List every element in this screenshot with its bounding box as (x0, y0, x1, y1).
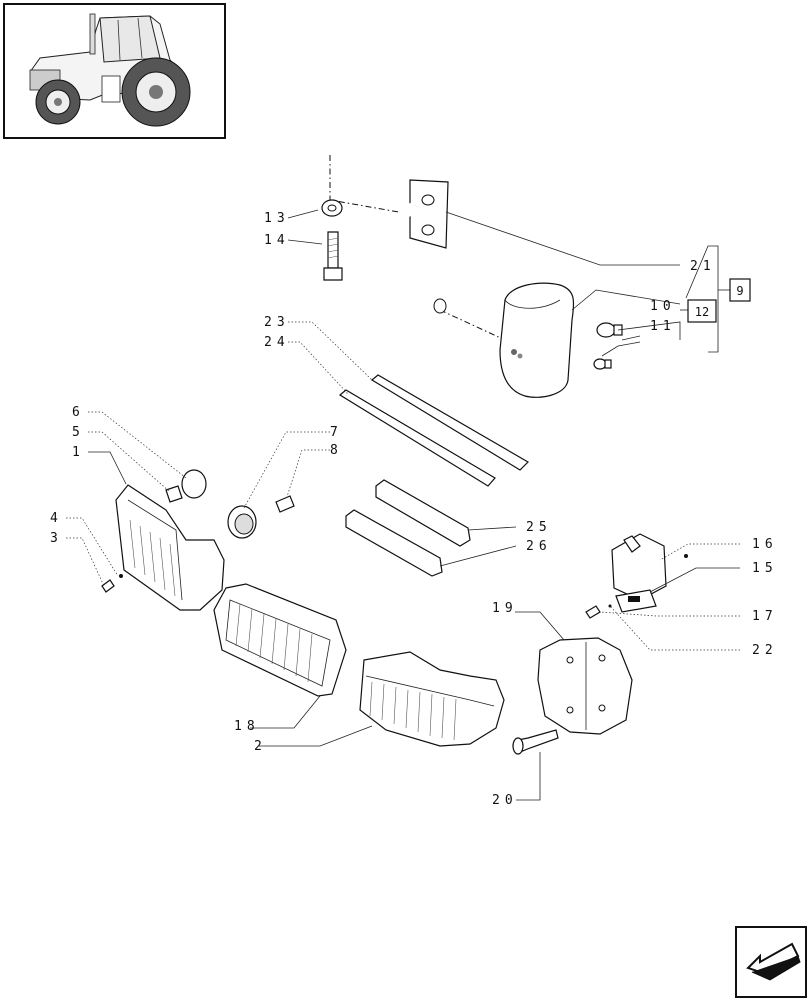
mounting-bracket-part (379, 179, 449, 314)
callout-13: 13 (264, 211, 290, 226)
callout-26: 26 (526, 539, 552, 554)
side-lamp-7-part (227, 505, 257, 539)
callout-11: 11 (650, 319, 676, 334)
headlamp-housing-2-part (359, 651, 505, 747)
callout-3: 3 (50, 531, 63, 546)
boxed-ref-9-frame (729, 278, 751, 302)
boxed-ref-9: 9 (736, 284, 743, 298)
block-26-part (345, 509, 443, 577)
callout-10: 10 (650, 299, 676, 314)
callout-1: 1 (72, 445, 85, 460)
strip-23-part (370, 374, 529, 471)
boxed-ref-12-frame (687, 299, 717, 323)
callout-16: 16 (752, 537, 778, 552)
callout-2: 2 (254, 739, 267, 754)
callout-19: 19 (492, 601, 518, 616)
callout-7: 7 (330, 425, 343, 440)
callout-22: 22 (752, 643, 778, 658)
callout-25: 25 (526, 520, 552, 535)
washer-part (321, 199, 343, 217)
tail-lamp-part (499, 282, 575, 398)
strip-24-part (338, 389, 496, 487)
callout-21: 21 (690, 259, 716, 274)
next-page-arrow-icon[interactable] (735, 926, 807, 998)
washer-4-part (119, 574, 123, 578)
callout-23: 23 (264, 315, 290, 330)
callout-8: 8 (330, 443, 343, 458)
screw-3-part (101, 579, 115, 593)
bulb-11-part (593, 358, 612, 370)
callout-18: 18 (234, 719, 260, 734)
tractor-thumbnail-icon (3, 3, 226, 139)
screw-8-part (275, 495, 295, 513)
callout-4: 4 (50, 511, 63, 526)
block-25-part (375, 479, 471, 547)
callout-24: 24 (264, 335, 290, 350)
callout-14: 14 (264, 233, 290, 248)
callout-17: 17 (752, 609, 778, 624)
cap-6-part (181, 469, 207, 499)
headlamp-housing-1-part (115, 484, 225, 611)
callout-5: 5 (72, 425, 85, 440)
bulb-5-part (165, 485, 183, 503)
screw-17-part (585, 605, 601, 619)
lens-18-part (213, 583, 347, 697)
callout-6: 6 (72, 405, 85, 420)
switch-15-part (611, 533, 667, 613)
boxed-ref-12: 12 (695, 305, 709, 319)
rivet-16-part (684, 554, 688, 558)
callout-15: 15 (752, 561, 778, 576)
callout-20: 20 (492, 793, 518, 808)
bracket-19-part (537, 637, 633, 735)
bolt-20-part (512, 729, 559, 755)
bolt-part (323, 231, 343, 281)
